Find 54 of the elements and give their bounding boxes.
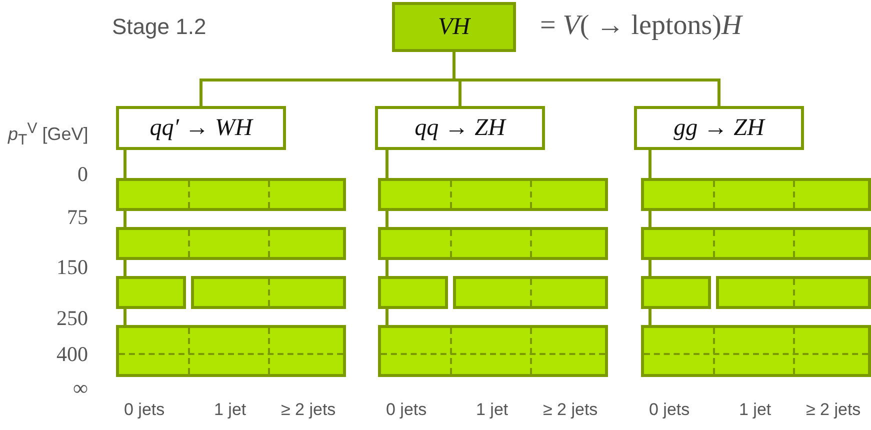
connector-line xyxy=(648,211,652,227)
process-label: qq → ZH xyxy=(414,114,506,142)
column-label: ≥ 2 jets xyxy=(281,400,336,420)
category-bar xyxy=(453,276,608,309)
category-bar xyxy=(641,325,871,377)
category-bar xyxy=(641,227,871,260)
stage-label: Stage 1.2 xyxy=(112,14,206,40)
column-label: 1 jet xyxy=(214,400,246,420)
category-bar xyxy=(378,178,608,211)
process-box xyxy=(634,106,804,150)
definition-text: = V( → leptons)H xyxy=(540,10,742,42)
column-label: 0 jets xyxy=(649,400,690,420)
axis-tick-label: 250 xyxy=(56,306,88,331)
connector-line xyxy=(124,309,126,325)
connector-line xyxy=(124,260,126,276)
process-box xyxy=(375,106,545,150)
column-label: 0 jets xyxy=(386,400,427,420)
root-box xyxy=(392,2,516,52)
category-bar xyxy=(116,325,346,377)
category-bar xyxy=(378,325,608,377)
category-bar xyxy=(378,276,448,309)
connector-line xyxy=(386,211,388,227)
connector-line xyxy=(386,150,388,178)
axis-tick-label: ∞ xyxy=(72,376,88,401)
axis-tick-label: 0 xyxy=(76,162,88,187)
category-bar xyxy=(116,276,186,309)
category-bar xyxy=(191,276,346,309)
axis-tick-label: 400 xyxy=(56,342,88,367)
connector-line xyxy=(452,52,720,106)
axis-title: p$_{T}$$^{V}$ [GeV] xyxy=(8,120,88,149)
process-label: VH xyxy=(438,14,470,40)
category-bar xyxy=(641,178,871,211)
axis-tick-label: 75 xyxy=(66,205,88,230)
connector-line xyxy=(124,211,126,227)
category-bar xyxy=(116,227,346,260)
column-label: 1 jet xyxy=(739,400,772,420)
category-bar xyxy=(378,227,608,260)
category-bar xyxy=(716,276,871,309)
connector-line xyxy=(124,150,126,178)
connector-line xyxy=(648,150,652,178)
column-label: ≥ 2 jets xyxy=(806,400,861,420)
connector-line xyxy=(648,309,652,325)
column-label: 0 jets xyxy=(124,400,165,420)
process-label: gg → ZH xyxy=(674,114,764,142)
column-label: 1 jet xyxy=(476,400,508,420)
connector-line xyxy=(386,260,388,276)
column-label: ≥ 2 jets xyxy=(543,400,598,420)
process-box xyxy=(116,106,286,150)
category-bar xyxy=(641,276,711,309)
category-bar xyxy=(116,178,346,211)
axis-tick-label: 150 xyxy=(56,255,88,280)
process-label: qq′ → WH xyxy=(150,114,252,142)
connector-line xyxy=(386,309,388,325)
connector-line xyxy=(648,260,652,276)
